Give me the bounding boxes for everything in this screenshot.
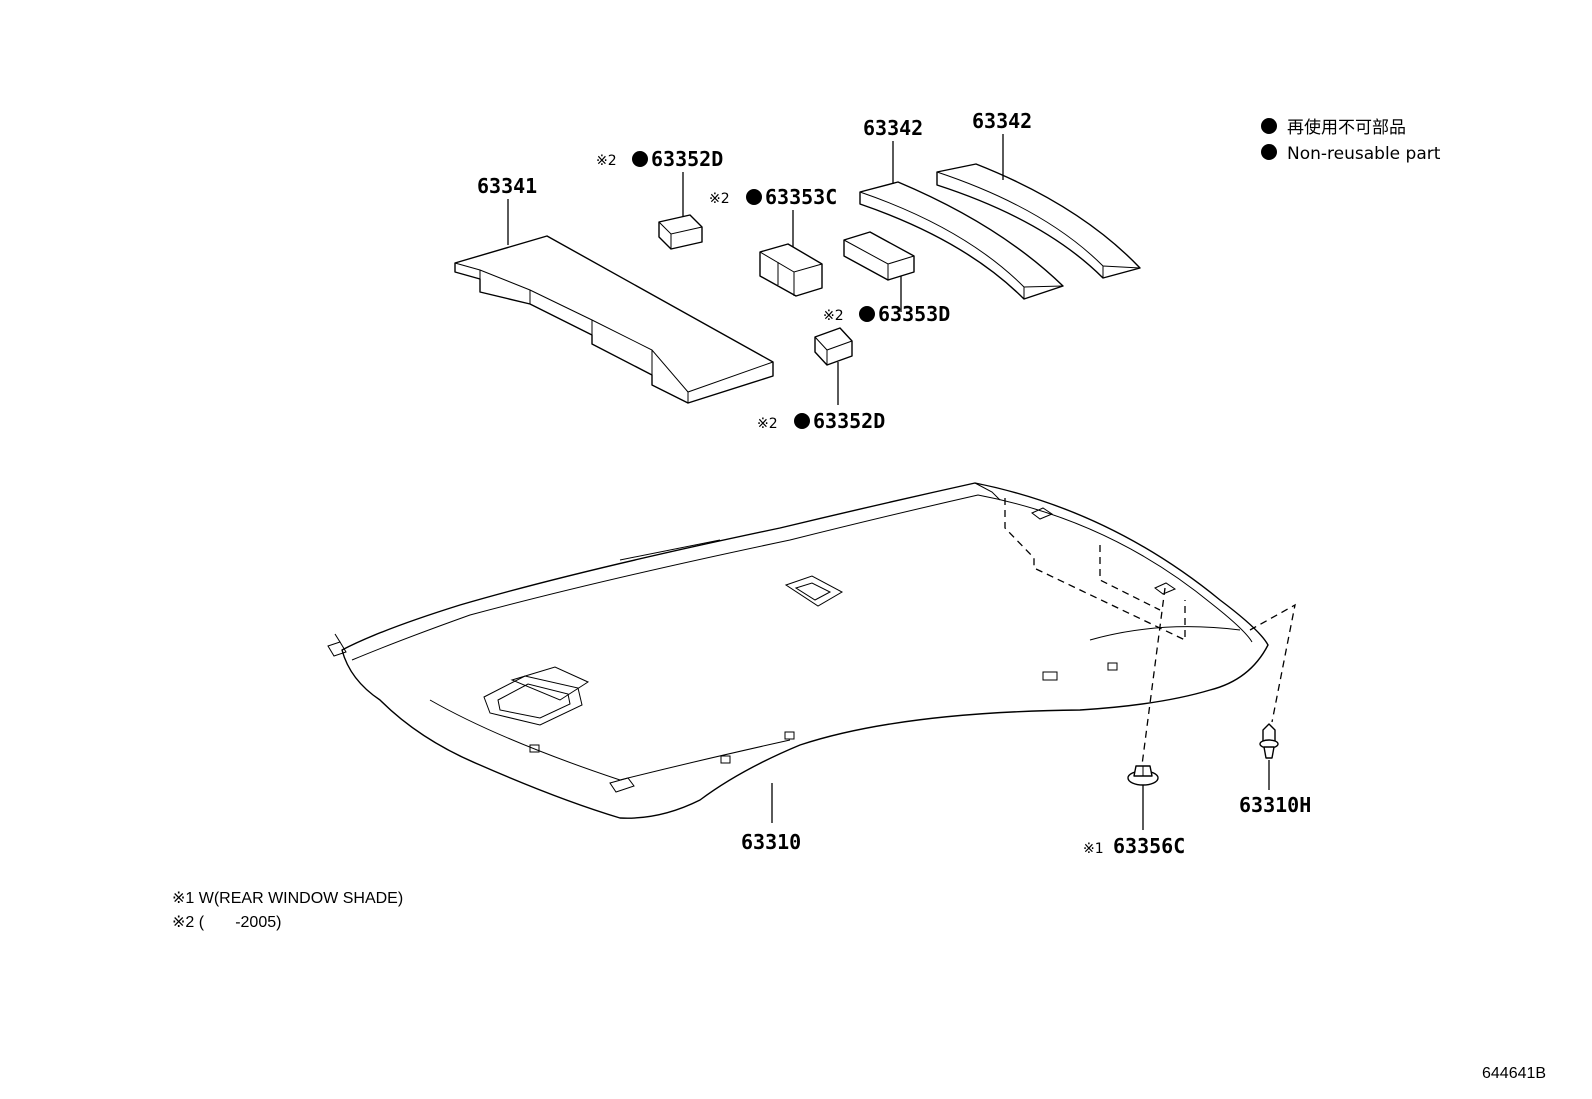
part-number: 63353D	[878, 302, 950, 326]
part-63341-pad	[454, 235, 774, 404]
note-mark: ※2	[823, 308, 844, 324]
hidden-line-63356C	[1141, 587, 1166, 766]
label-63352D-bottom: ※2 63352D	[757, 409, 885, 433]
part-number: 63352D	[651, 147, 723, 171]
legend-dot-icon	[1261, 144, 1277, 160]
part-63342-strip-a	[859, 181, 1064, 300]
note-mark: ※2	[757, 416, 778, 432]
legend-dot-icon	[1261, 118, 1277, 134]
part-number: 63352D	[813, 409, 885, 433]
note-mark: ※1	[1083, 841, 1104, 857]
part-63310-headliner	[327, 482, 1269, 819]
part-63356C-clip	[1127, 765, 1159, 786]
label-63353D: ※2 63353D	[823, 302, 950, 326]
label-63356C: ※1 63356C	[1083, 834, 1185, 858]
part-63342-strip-b	[936, 163, 1141, 279]
label-63342-a: 63342	[863, 116, 923, 140]
label-63342-b: 63342	[972, 109, 1032, 133]
non-reusable-dot-icon	[794, 413, 810, 429]
part-63352D-bottom-block	[814, 327, 853, 366]
part-63353C-block	[759, 243, 823, 297]
label-63310H: 63310H	[1239, 793, 1311, 817]
figure-id: 644641B	[1482, 1065, 1546, 1082]
part-63310H-clip	[1259, 723, 1279, 759]
label-63341: 63341	[477, 174, 537, 198]
part-63353D-block	[843, 231, 915, 281]
label-63353C: ※2 63353C	[709, 185, 837, 209]
part-63352D-top-block	[658, 214, 703, 250]
non-reusable-dot-icon	[632, 151, 648, 167]
label-63352D-top: ※2 63352D	[596, 147, 723, 171]
part-number: 63356C	[1113, 834, 1185, 858]
footnote-1: ※1 W(REAR WINDOW SHADE)	[172, 890, 403, 907]
note-mark: ※2	[709, 191, 730, 207]
hidden-line-rear-frame	[1004, 498, 1186, 642]
non-reusable-dot-icon	[859, 306, 875, 322]
non-reusable-dot-icon	[746, 189, 762, 205]
legend-text-ja: 再使用不可部品	[1287, 117, 1406, 138]
note-mark: ※2	[596, 153, 617, 169]
footnote-2: ※2 ( -2005)	[172, 914, 281, 931]
hidden-line-63310H	[1249, 603, 1296, 723]
legend: 再使用不可部品 Non-reusable part	[1261, 117, 1441, 164]
part-number: 63353C	[765, 185, 837, 209]
legend-text-en: Non-reusable part	[1287, 144, 1441, 164]
label-63310: 63310	[741, 830, 801, 854]
